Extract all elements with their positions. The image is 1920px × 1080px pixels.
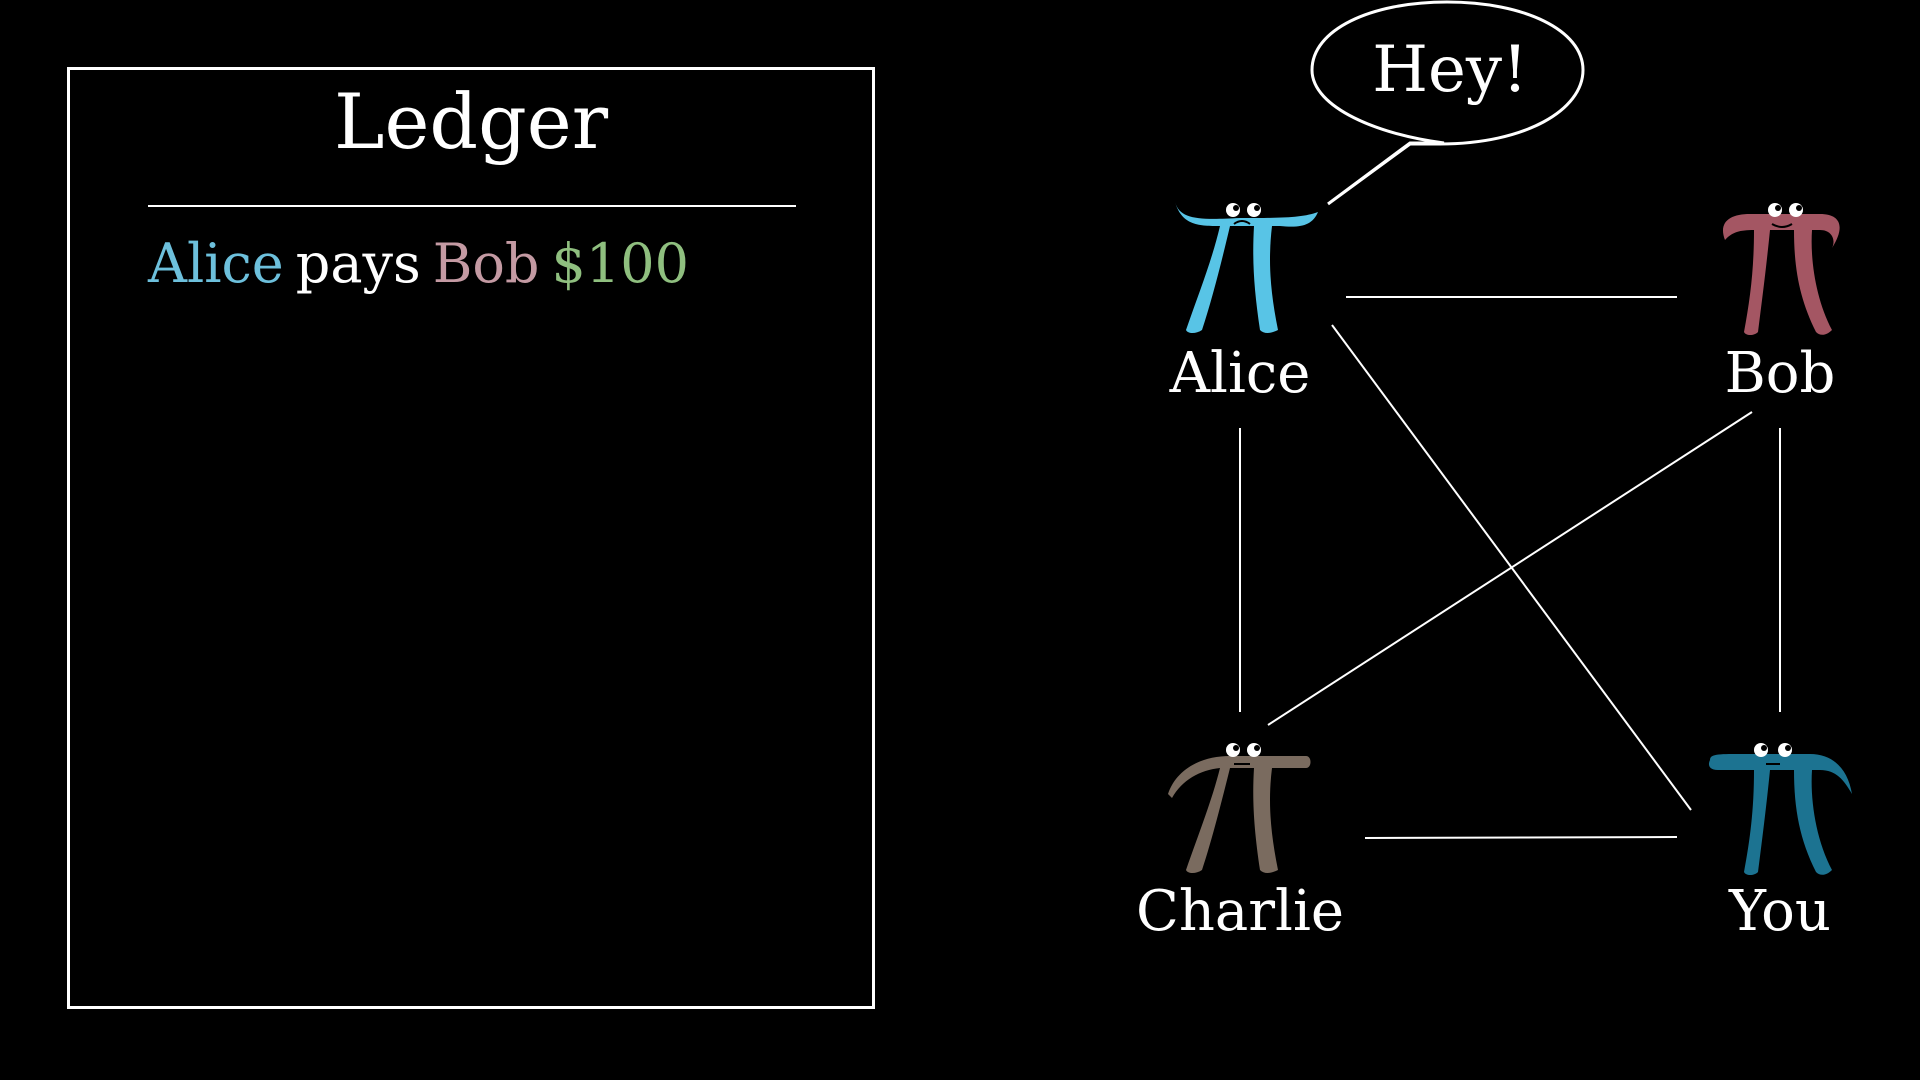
speech-bubble bbox=[1310, 0, 1585, 206]
speech-bubble-text: Hey! bbox=[1372, 33, 1528, 107]
node-label-bob: Bob bbox=[1724, 341, 1836, 406]
entry-verb: pays bbox=[295, 232, 421, 295]
node-label-alice: Alice bbox=[1169, 341, 1311, 406]
bob-body bbox=[1722, 214, 1840, 335]
edge-bob-charlie bbox=[1267, 411, 1753, 726]
bob-creature bbox=[1722, 203, 1840, 335]
node-label-charlie: Charlie bbox=[1135, 879, 1345, 944]
you-creature bbox=[1708, 743, 1852, 875]
ledger-panel bbox=[67, 67, 875, 1009]
ledger-divider bbox=[148, 205, 796, 207]
charlie-body bbox=[1168, 756, 1311, 873]
alice-body bbox=[1175, 202, 1318, 333]
alice-creature bbox=[1175, 202, 1318, 333]
you-body bbox=[1708, 754, 1852, 875]
charlie-creature bbox=[1168, 743, 1311, 873]
node-label-you: You bbox=[1729, 879, 1831, 944]
ledger-title: Ledger bbox=[333, 77, 609, 166]
entry-payer: Alice bbox=[148, 232, 284, 295]
entry-amount: $100 bbox=[551, 232, 689, 295]
edge-charlie-you bbox=[1364, 836, 1678, 839]
entry-payee: Bob bbox=[432, 232, 540, 295]
